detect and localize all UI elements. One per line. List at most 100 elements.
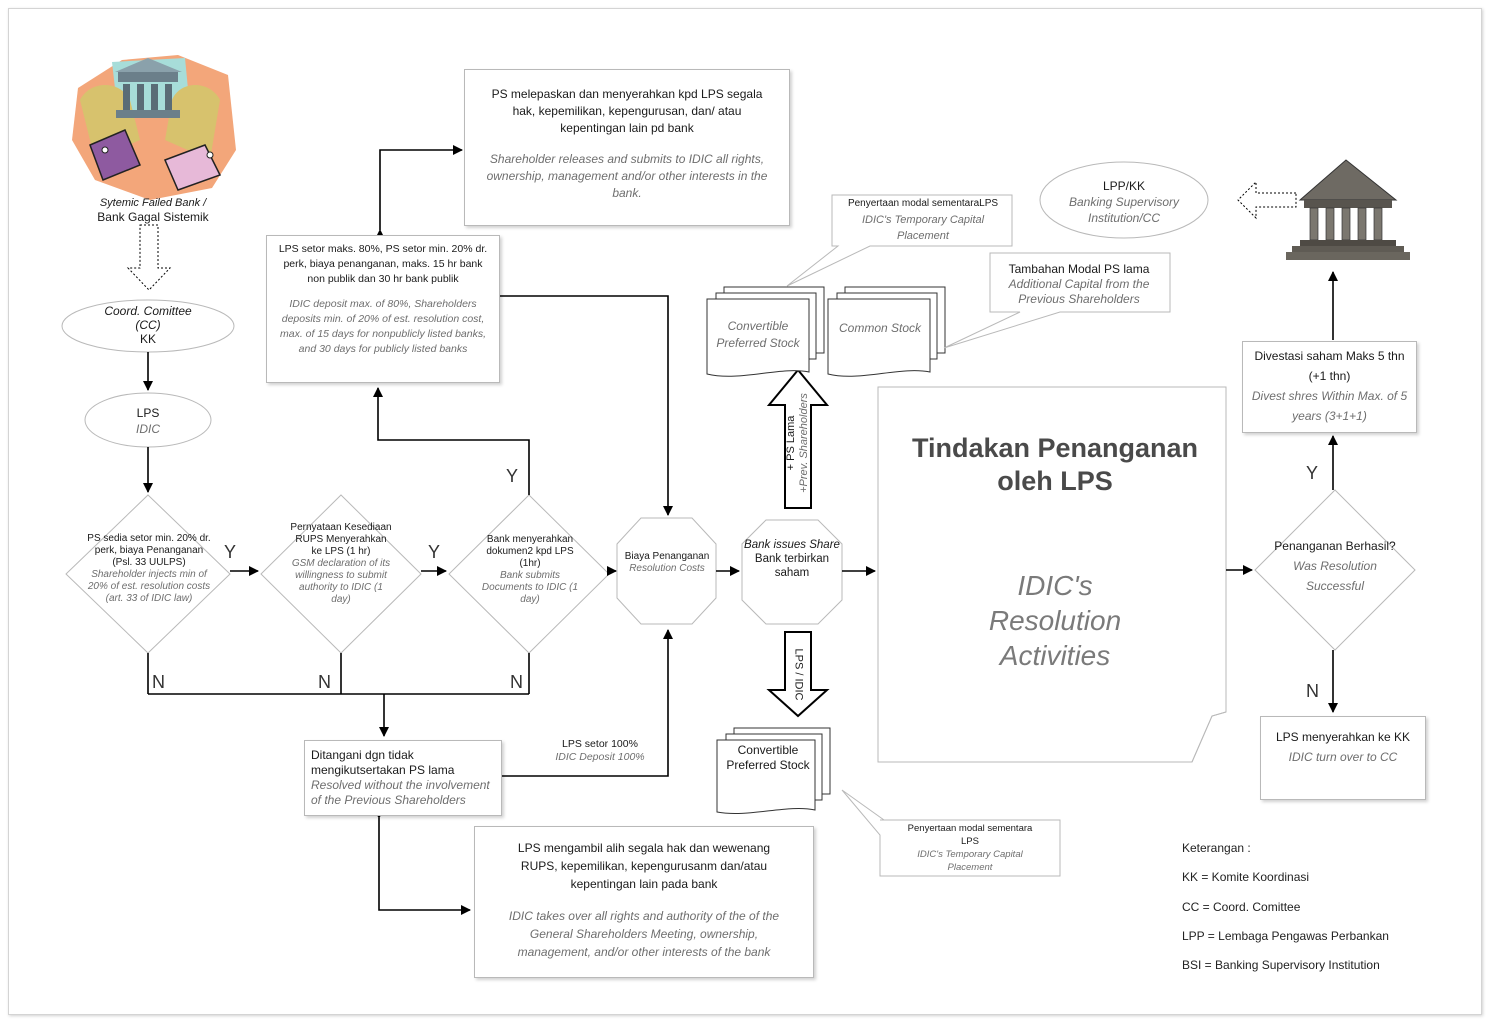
bank-building-icon [1286,159,1410,260]
box-deposit: LPS setor maks. 80%, PS setor min. 20% d… [266,235,500,383]
box-turnover-en: IDIC turn over to CC [1288,750,1398,764]
n-label-3: N [510,672,523,692]
d4-text: Penanganan Berhasil? Was Resolution Succ… [1268,536,1402,596]
big-box-subtitle: IDIC's Resolution Activities [988,570,1122,671]
n-label-1: N [152,672,165,692]
connectors [143,145,1338,915]
lpp-oval [1039,161,1209,239]
callout-temp-id: Penyertaan modal sementaraLPS [847,198,999,209]
oct2-id: Bank terbirkan saham [754,553,830,579]
box-turnover: LPS menyerahkan ke KK IDIC turn over to … [1260,716,1426,800]
deposit100-en: IDIC Deposit 100% [555,751,645,763]
callout-add-text: Tambahan Modal PS lama Additional Capita… [994,262,1164,307]
systemic-bank-label: Sytemic Failed Bank / Bank Gagal Sistemi… [78,196,228,224]
d4-id: Penanganan Berhasil? [1274,539,1396,553]
dotted-arrow-left [1237,180,1297,220]
stack-cps-bottom [716,727,831,815]
oct1-en: Resolution Costs [629,563,705,574]
legend-item: BSI = Banking Supervisory Institution [1182,958,1380,972]
d2-en: GSM declaration of its willingness to su… [291,558,391,605]
n-label-2: N [318,672,331,692]
callout-temp2-text: Penyertaan modal sementara LPS IDIC's Te… [900,822,1040,874]
d1-text: PS sedia setor min. 20% dr. perk, biaya … [84,533,214,605]
callout-temporary-capital [786,194,1013,287]
stack-cps-top-label: Convertible Preferred Stock [716,319,800,350]
d3-en: Bank submits Documents to IDIC (1 day) [481,570,579,605]
box-resolved: Ditangani dgn tidak mengikutsertakan PS … [304,740,502,816]
box-resolved-id: Ditangani dgn tidak mengikutsertakan PS … [311,748,455,777]
box-divest: Divestasi saham Maks 5 thn (+1 thn) Dive… [1242,341,1417,433]
lpp-line1: LPP/KK [1102,179,1146,193]
box-divest-en: Divest shres Within Max. of 5 years (3+1… [1251,389,1408,423]
lpp-line2: Banking Supervisory Institution/CC [1068,195,1180,225]
dotted-arrow-down [126,224,172,291]
oct2-en: Bank issues Share [744,539,840,551]
callout-temp2-en: IDIC's Temporary Capital Placement [917,849,1023,873]
d2-id: Pernyataan Kesediaan RUPS Menyerahkan ke… [290,522,392,557]
bank-clipart-icon [72,55,236,200]
octagon-biaya [616,517,717,625]
box-release: PS melepaskan dan menyerahkan kpd LPS se… [464,69,790,226]
big-box-title: Tindakan Penanganan oleh LPS [911,433,1199,496]
lps-line1: LPS [136,406,160,420]
box-resolved-en: Resolved without the involvement of the … [311,778,490,807]
systemic-bank-line1: Sytemic Failed Bank / [99,197,207,209]
box-takeover: LPS mengambil alih segala hak dan wewena… [474,826,814,978]
oct1-id: Biaya Penanganan [624,551,710,562]
n-label-4: N [1306,681,1319,701]
box-deposit-en: IDIC deposit max. of 80%, Shareholders d… [279,298,487,355]
cc-line3: KK [139,332,156,346]
stack-cps-top [706,286,825,377]
callout-add-en: Additional Capital from the Previous Sha… [1008,277,1150,306]
box-divest-id: Divestasi saham Maks 5 thn (+1 thn) [1254,349,1405,383]
box-release-en: Shareholder releases and submits to IDIC… [486,152,768,200]
arrow-up-label: + PS Lama +Prev. Shareholders [785,383,811,503]
cc-oval-text: Coord. Comittee (CC) KK [70,304,226,346]
legend-item: LPP = Lembaga Pengawas Perbankan [1182,929,1389,943]
y-label-3: Y [506,466,519,486]
oct2-text: Bank issues Share Bank terbirkan saham [742,538,842,580]
y-label-1: Y [224,542,237,562]
d1-en: Shareholder injects min of 20% of est. r… [87,569,211,604]
cc-line2: (CC) [135,318,161,332]
callout-additional-capital [943,252,1171,349]
lpp-oval-text: LPP/KK Banking Supervisory Institution/C… [1052,178,1196,226]
d3-text: Bank menyerahkan dokumen2 kpd LPS (1hr) … [480,534,580,606]
deposit100-id: LPS setor 100% [562,738,638,750]
callout-add-id: Tambahan Modal PS lama [1008,262,1150,276]
callout-temporary-capital-2 [841,789,1061,877]
arrow-down-label: LPS / IDIC [792,635,805,715]
d2-text: Pernyataan Kesediaan RUPS Menyerahkan ke… [290,522,392,606]
stack-cps-bottom-label: Convertible Preferred Stock [726,743,810,772]
legend-item: KK = Komite Koordinasi [1182,870,1310,884]
callout-temp-text: Penyertaan modal sementaraLPS IDIC's Tem… [838,196,1008,244]
hollow-arrow-down [766,631,830,718]
lps-oval-text: LPS IDIC [98,405,198,437]
arrow-down-id: LPS / IDIC [792,648,805,701]
d1-id: PS sedia setor min. 20% dr. perk, biaya … [87,533,211,568]
arrow-up-en: +Prev. Shareholders [798,393,810,493]
y-label-4: Y [1306,463,1319,483]
diamond-berhasil [1254,489,1416,651]
systemic-bank-line2: Bank Gagal Sistemik [97,210,209,224]
box-takeover-id: LPS mengambil alih segala hak dan wewena… [517,841,771,891]
box-deposit-id: LPS setor maks. 80%, PS setor min. 20% d… [278,243,488,285]
octagon-issues-share [741,519,843,625]
oct1-text: Biaya Penanganan Resolution Costs [619,551,715,575]
arrow-up-id: + PS Lama [785,415,797,471]
lps-line2: IDIC [136,422,160,436]
stack-common [827,286,946,377]
callout-temp2-id: Penyertaan modal sementara LPS [907,823,1033,847]
d4-en: Was Resolution Successful [1293,559,1377,593]
callout-temp-en: IDIC's Temporary Capital Placement [861,214,985,242]
box-release-id: PS melepaskan dan menyerahkan kpd LPS se… [491,87,763,135]
d3-id: Bank menyerahkan dokumen2 kpd LPS (1hr) [486,534,574,569]
legend-title: Keterangan : [1182,841,1251,855]
box-turnover-id: LPS menyerahkan ke KK [1275,730,1411,744]
stack-common-label: Common Stock [838,321,922,335]
cc-line1: Coord. Comittee [104,304,192,318]
y-label-2: Y [428,542,441,562]
deposit100-label: LPS setor 100% IDIC Deposit 100% [540,738,660,764]
legend-item: CC = Coord. Comittee [1182,900,1301,914]
